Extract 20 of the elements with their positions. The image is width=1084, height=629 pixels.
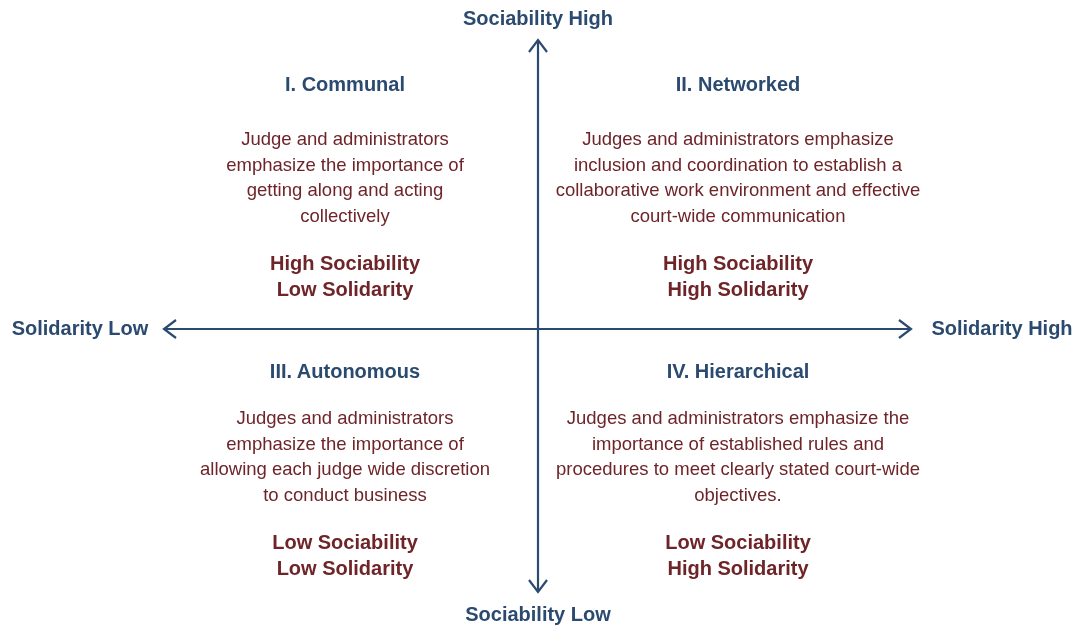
quadrant-tag: High Solidarity [667, 556, 809, 582]
description-text: Judge and administrators emphasize the importance of getting along and acting collectively [225, 127, 465, 228]
quadrant-title: I. Communal [285, 72, 405, 97]
axis-label: Solidarity High [931, 316, 1073, 341]
quadrant-title: II. Networked [675, 72, 801, 97]
quadrant-tag: High Sociability [270, 251, 420, 277]
quadrant-tag: Low Sociability [665, 530, 811, 556]
quadrant-title: III. Autonomous [269, 359, 421, 384]
description-text: Judges and administrators emphasize the importance of allowing each judge wide discretion to conduct business [199, 406, 491, 507]
axis-label: Solidarity Low [11, 316, 149, 341]
quadrant-tag: High Sociability [663, 251, 813, 277]
quadrant-tag: Low Solidarity [276, 277, 414, 303]
quadrant-tag: Low Sociability [272, 530, 418, 556]
quadrant-tag: High Solidarity [667, 277, 809, 303]
description-text: Judges and administrators emphasize inclusion and coordination to establish a collaborative work environment and effective court-wide communication [554, 127, 922, 228]
quadrant-tag: Low Solidarity [276, 556, 414, 582]
axis-label: Sociability High [463, 6, 613, 31]
axis-label: Sociability Low [465, 602, 611, 627]
quadrant-title: IV. Hierarchical [666, 359, 810, 384]
description-text: Judges and administrators emphasize the importance of established rules and procedures to meet clearly stated court-wide objectives. [555, 406, 921, 507]
